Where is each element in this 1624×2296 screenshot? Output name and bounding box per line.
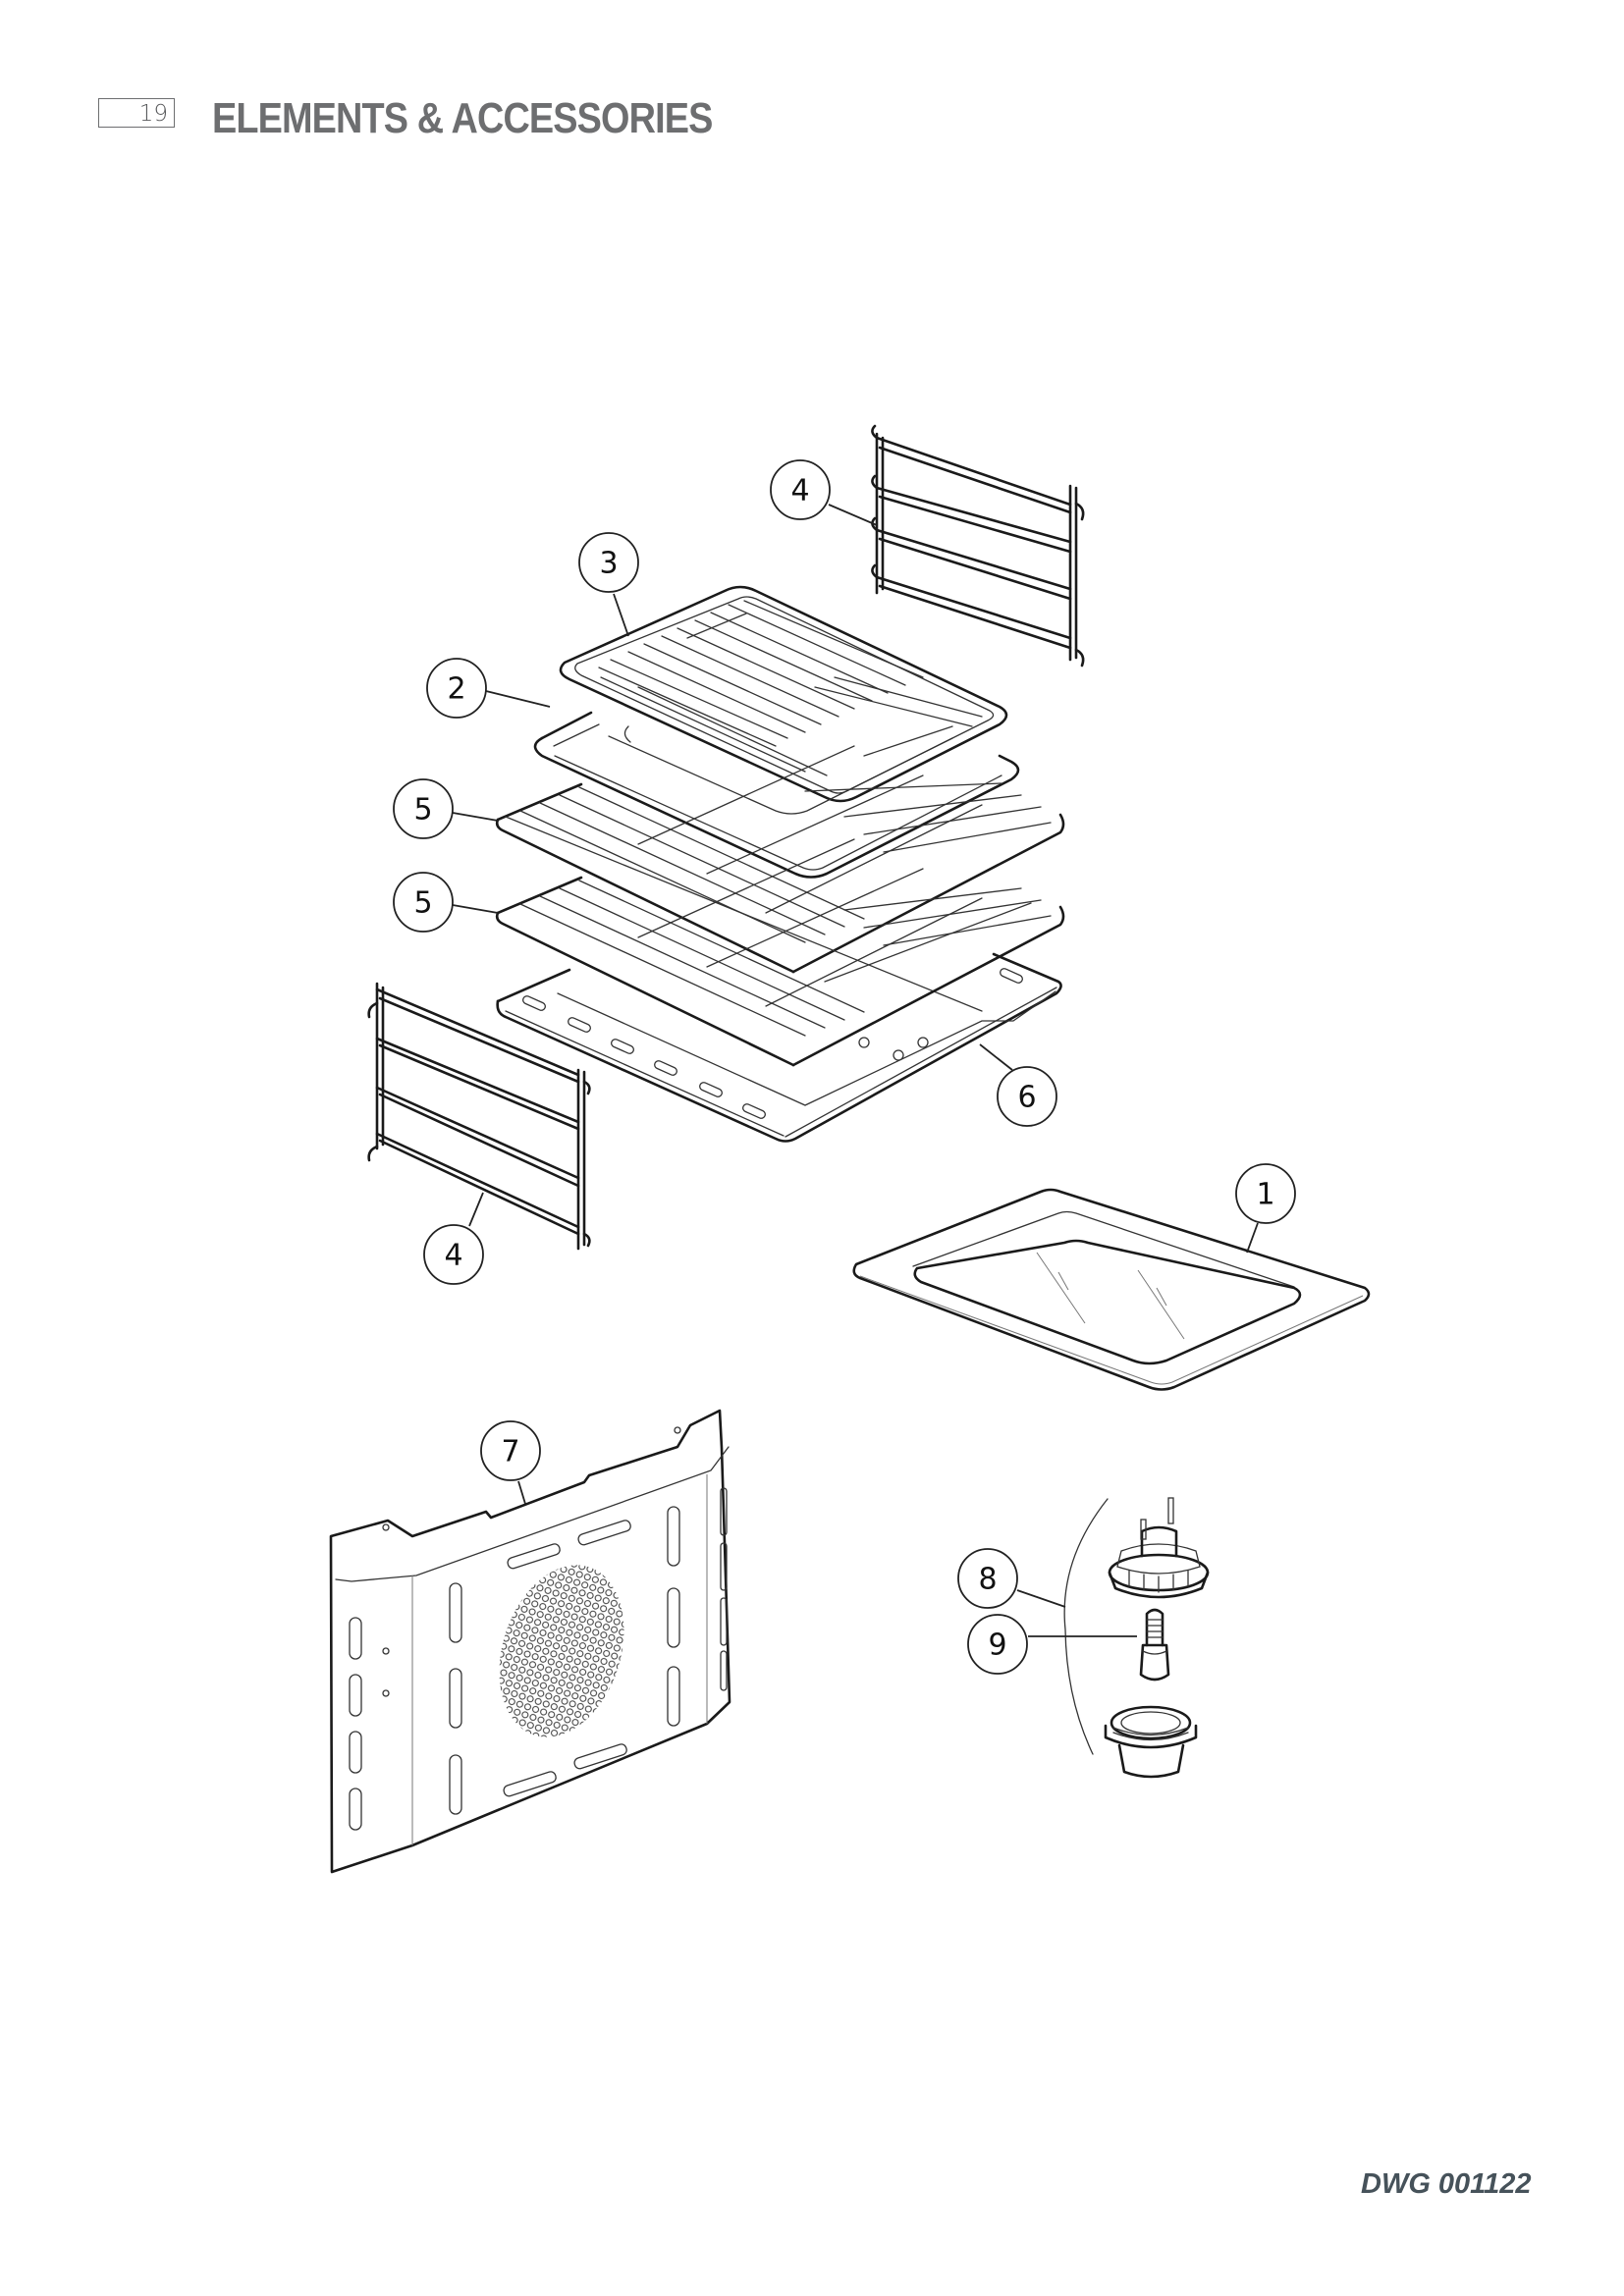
callout-label: 4 bbox=[444, 1239, 462, 1273]
oven-floor-tray bbox=[496, 952, 1062, 1143]
lamp-assembly bbox=[1063, 1497, 1210, 1779]
fan-perforation-grid bbox=[499, 1565, 624, 1737]
callout-2: 2 bbox=[426, 658, 487, 719]
callout-8: 8 bbox=[957, 1548, 1018, 1609]
page-number-box: 19 bbox=[98, 98, 175, 128]
callout-label: 6 bbox=[1017, 1081, 1036, 1115]
lamp-bulb bbox=[1139, 1608, 1170, 1682]
callout-9: 9 bbox=[967, 1614, 1028, 1675]
callout-5-upper: 5 bbox=[393, 778, 454, 839]
page-number: 19 bbox=[138, 101, 168, 127]
callout-label: 5 bbox=[413, 793, 432, 828]
callout-label: 1 bbox=[1256, 1178, 1274, 1212]
side-rack-left bbox=[367, 982, 591, 1251]
callout-4-lower: 4 bbox=[423, 1224, 484, 1285]
callout-label: 9 bbox=[988, 1629, 1006, 1663]
callout-7: 7 bbox=[480, 1420, 541, 1481]
drawing-number: DWG 001122 bbox=[1361, 2168, 1532, 2200]
callout-label: 2 bbox=[447, 672, 465, 707]
callout-label: 8 bbox=[978, 1563, 997, 1597]
grill-insert bbox=[559, 585, 1008, 803]
callout-4-upper: 4 bbox=[770, 459, 831, 520]
callout-5-lower: 5 bbox=[393, 872, 454, 933]
side-rack-right bbox=[871, 424, 1085, 667]
callout-3: 3 bbox=[578, 532, 639, 593]
callout-6: 6 bbox=[997, 1066, 1057, 1127]
lamp-holder-top bbox=[1108, 1497, 1210, 1599]
wire-shelf-lower bbox=[495, 838, 1065, 1067]
page-title: ELEMENTS & ACCESSORIES bbox=[212, 94, 713, 142]
callout-label: 7 bbox=[501, 1435, 519, 1469]
baking-tray bbox=[852, 1188, 1371, 1391]
lamp-ring-bottom bbox=[1104, 1705, 1198, 1779]
callout-label: 5 bbox=[413, 886, 432, 921]
grill-pan bbox=[533, 711, 1020, 879]
callout-1: 1 bbox=[1235, 1163, 1296, 1224]
callout-label: 3 bbox=[599, 547, 618, 581]
leader-lines bbox=[452, 504, 1259, 1637]
grill-slots bbox=[598, 600, 983, 776]
tray-slots bbox=[522, 968, 1023, 1119]
callout-label: 4 bbox=[790, 474, 809, 508]
fan-cover-panel bbox=[329, 1409, 731, 1874]
